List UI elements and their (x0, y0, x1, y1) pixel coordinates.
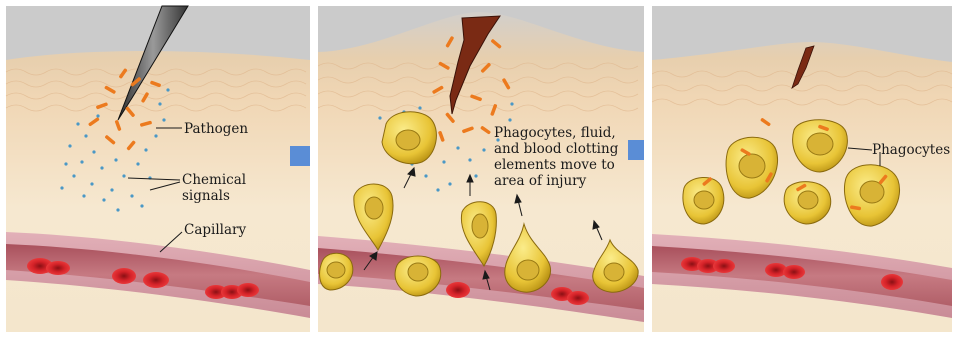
capillary-label: Capillary (184, 222, 246, 238)
pathogen-label: Pathogen (184, 121, 248, 137)
phagocytes-move-label-line2: and blood clotting (494, 141, 619, 157)
chemical-signals-label-line1: Chemical (182, 172, 246, 188)
panel-divider (644, 6, 652, 332)
phagocytes-move-label-line1: Phagocytes, fluid, (494, 125, 616, 141)
phagocytes-move-label-line4: area of injury (494, 173, 587, 189)
phagocytes-label: Phagocytes (872, 142, 950, 158)
panel-during-response: Phagocytes, fluid, and blood clotting el… (318, 6, 644, 332)
panel-divider (310, 6, 318, 332)
chemical-signals-label-line2: signals (182, 188, 230, 204)
panel-phagocytosis: Phagocytes (652, 6, 952, 332)
phagocytes-move-label-line3: elements move to (494, 157, 615, 173)
panel-before-injury: Pathogen Chemical signals Capillary (6, 6, 310, 332)
